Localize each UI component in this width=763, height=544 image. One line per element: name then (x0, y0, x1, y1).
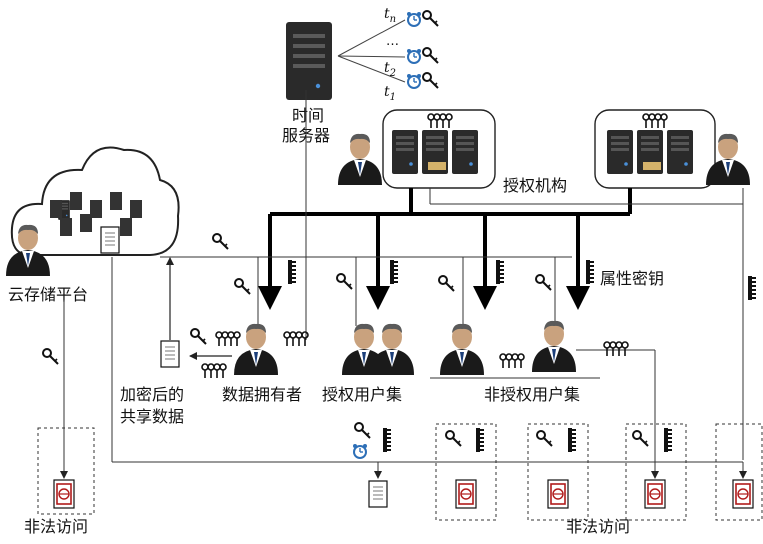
key-icon (422, 10, 439, 27)
time-server-label-1: 时间 (292, 106, 324, 125)
illegal-access-box (625, 423, 687, 521)
tn-label: tn (384, 6, 396, 25)
key-icon (535, 274, 552, 291)
data-owner-avatar (234, 323, 278, 375)
t2-label: t2 (384, 60, 396, 79)
key-icon (536, 430, 553, 447)
thin-connections (63, 90, 744, 478)
encrypted-data-icon (160, 340, 180, 368)
key-icon (42, 348, 59, 365)
key-icon (234, 278, 251, 295)
encrypted-document-icon (732, 479, 754, 509)
key-card-icon (643, 162, 661, 170)
key-bundle-icon (382, 427, 392, 453)
key-bundle-icon (389, 259, 399, 285)
key-icon (632, 430, 649, 447)
key-icon (354, 422, 371, 439)
clock-icon (406, 48, 422, 64)
key-icon (190, 328, 207, 345)
key-row-icon (427, 113, 453, 129)
authority-label: 授权机构 (503, 176, 567, 195)
key-bundle-icon (663, 427, 673, 453)
key-row-icon (642, 113, 668, 129)
clock-icon (352, 443, 368, 459)
key-bundle-icon (495, 259, 505, 285)
authorized-user-avatar (370, 323, 414, 375)
key-row-icon (215, 331, 241, 347)
key-distribution-lines (258, 188, 632, 310)
key-card-icon (428, 162, 446, 170)
key-row-icon (603, 341, 629, 357)
key-icon (422, 72, 439, 89)
cloud-label: 云存储平台 (8, 285, 88, 304)
key-bundle-icon (567, 427, 577, 453)
encrypted-data-label-2: 共享数据 (120, 407, 184, 426)
time-server (286, 22, 332, 100)
illegal-access-box (435, 423, 497, 521)
encrypted-data-label-1: 加密后的 (120, 385, 184, 404)
key-icon (212, 233, 229, 250)
illegal-access-box (527, 423, 589, 521)
illegal-access-left-label: 非法访问 (24, 517, 88, 536)
clock-icon (406, 11, 422, 27)
key-bundle-icon (475, 427, 485, 453)
illegal-access-box (715, 423, 763, 521)
t1-label: t1 (384, 84, 396, 103)
key-icon (438, 275, 455, 292)
data-owner-label: 数据拥有者 (222, 385, 302, 404)
authority-box-right (594, 109, 716, 189)
time-lines (337, 19, 406, 83)
key-row-icon (283, 331, 309, 347)
key-bundle-icon (747, 275, 757, 301)
clock-icon (406, 73, 422, 89)
unauthorized-user-avatar (532, 320, 576, 372)
dots-label: … (386, 34, 399, 49)
key-icon (422, 47, 439, 64)
cloud-document-icon (100, 226, 120, 254)
key-row-icon (201, 363, 227, 379)
decrypted-document-icon (368, 480, 388, 508)
authority-box-left (382, 109, 496, 189)
key-bundle-icon (287, 259, 297, 285)
illegal-access-right-label: 非法访问 (566, 517, 630, 536)
attribute-key-label: 属性密钥 (600, 269, 664, 288)
key-bundle-icon (585, 259, 595, 285)
key-row-icon (499, 353, 525, 369)
encrypted-document-icon (644, 479, 666, 509)
illegal-access-box (37, 427, 95, 515)
authority-admin-avatar (706, 133, 750, 185)
key-icon (336, 273, 353, 290)
authorized-users-label: 授权用户集 (322, 385, 402, 404)
cloud-storage (10, 146, 180, 256)
encrypted-document-icon (455, 479, 477, 509)
authority-admin-avatar (338, 133, 382, 185)
unauthorized-users-label: 非授权用户集 (484, 385, 580, 404)
key-icon (445, 430, 462, 447)
encrypted-document-icon (547, 479, 569, 509)
unauthorized-user-avatar (440, 323, 484, 375)
encrypted-document-icon (53, 479, 75, 509)
